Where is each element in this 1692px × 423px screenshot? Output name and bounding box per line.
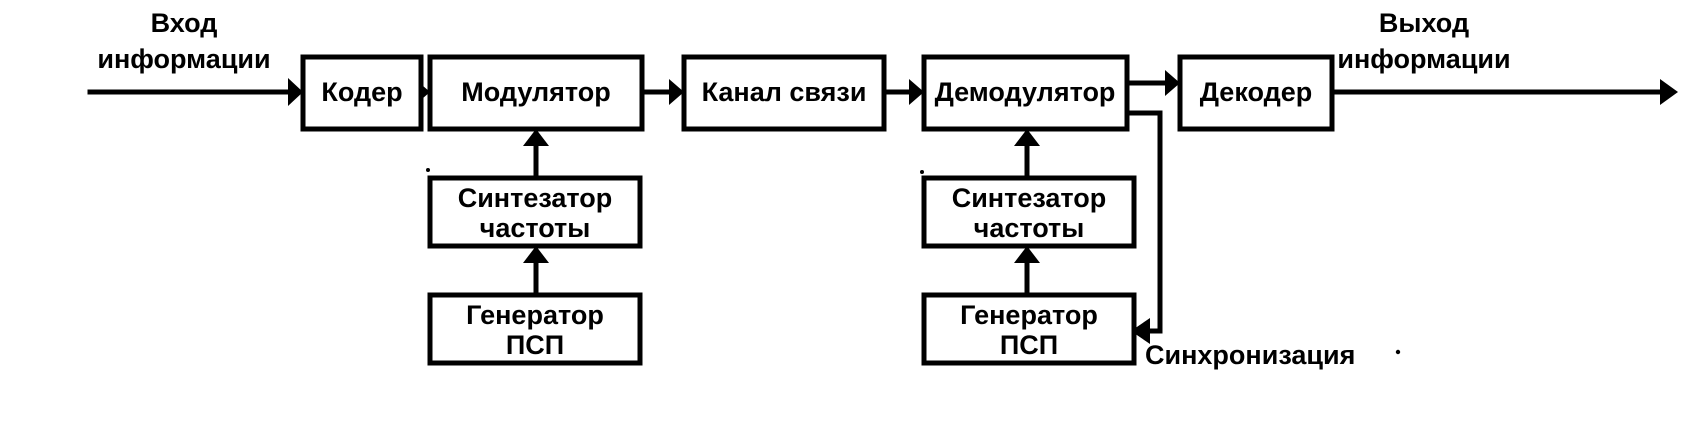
block-label-gen-tx-line1: Генератор [466, 300, 604, 330]
block-modulator[interactable] [427, 54, 645, 132]
connector-demodulator-to-decoder [1124, 70, 1180, 96]
block-synth-rx[interactable] [921, 175, 1137, 249]
block-label-decoder: Декодер [1200, 77, 1313, 107]
block-label-synth-rx-line1: Синтезатор [952, 183, 1107, 213]
connector-gen-rx-to-synth-rx [1014, 246, 1040, 298]
block-label-demodulator: Демодулятор [935, 77, 1116, 107]
block-label-synth-rx-line2: частоты [974, 213, 1085, 243]
connector-input-to-coder [87, 78, 303, 106]
block-label-gen-tx-line2: ПСП [506, 330, 564, 360]
block-synth-tx[interactable] [427, 175, 643, 249]
output-label-line2: информации [1337, 44, 1510, 74]
block-label-channel: Канал связи [702, 77, 867, 107]
block-label-coder: Кодер [321, 77, 402, 107]
block-demodulator[interactable] [921, 54, 1130, 132]
block-label-synth-tx-line2: частоты [480, 213, 591, 243]
block-label-gen-rx-line1: Генератор [960, 300, 1098, 330]
sync-label: Синхронизация [1145, 340, 1355, 370]
block-label-gen-rx-line2: ПСП [1000, 330, 1058, 360]
block-label-modulator: Модулятор [461, 77, 611, 107]
scan-speck [1395, 349, 1401, 355]
connector-modulator-to-channel [639, 79, 684, 105]
connector-decoder-to-output [1329, 79, 1678, 105]
connector-gen-tx-to-synth-tx [523, 246, 549, 298]
connector-synth-tx-to-modulator [523, 129, 549, 181]
block-coder[interactable] [300, 54, 424, 132]
scan-speck [920, 170, 924, 174]
block-gen-rx[interactable] [921, 292, 1137, 366]
block-label-synth-tx-line1: Синтезатор [458, 183, 613, 213]
input-label-line1: Вход [151, 8, 218, 38]
output-label-line1: Выход [1379, 8, 1469, 38]
connector-synth-rx-to-demodulator [1014, 129, 1040, 181]
connector-sync-feedback [1124, 110, 1163, 344]
connector-channel-to-demodulator [881, 79, 924, 105]
block-channel[interactable] [681, 54, 887, 132]
block-decoder[interactable] [1177, 54, 1335, 132]
scan-speck [426, 168, 430, 172]
input-label-line2: информации [97, 44, 270, 74]
block-gen-tx[interactable] [427, 292, 643, 366]
